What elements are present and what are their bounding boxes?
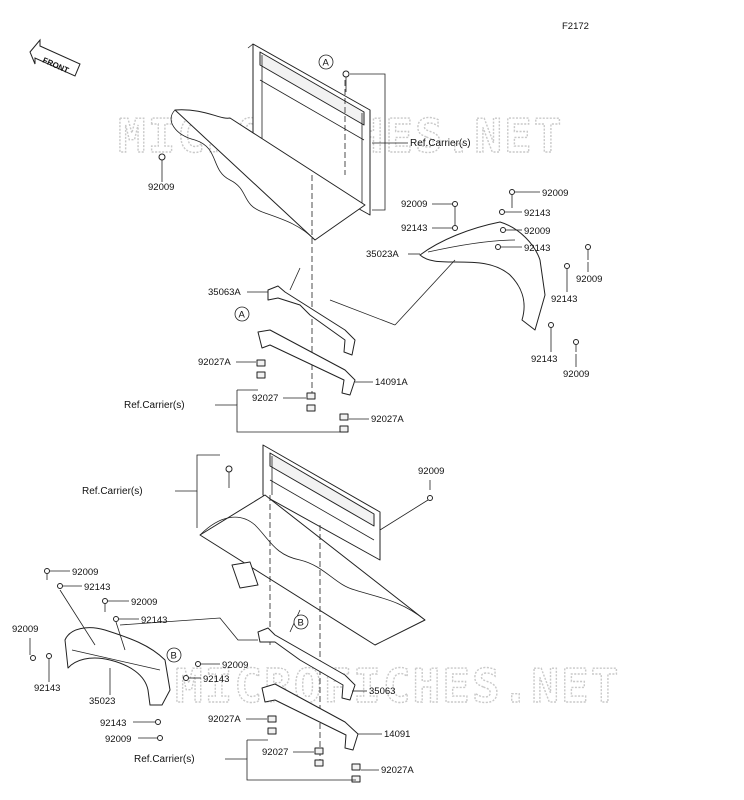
label-35023: 35023 xyxy=(89,696,115,707)
nuts-upper xyxy=(256,359,349,433)
label-35063: 35063 xyxy=(369,686,395,697)
bolt-top-center xyxy=(342,70,386,211)
label-92009-h: 92009 xyxy=(12,624,38,635)
carrier-frame-bottom xyxy=(262,444,381,561)
label-92143-g: 92143 xyxy=(141,615,167,626)
label-92009-r: 92009 xyxy=(418,466,444,477)
label-92027a-c: 92027A xyxy=(208,714,241,725)
label-92009-g: 92009 xyxy=(131,597,157,608)
nuts-lower xyxy=(267,715,361,783)
label-92143-j: 92143 xyxy=(100,718,126,729)
label-92009-d: 92009 xyxy=(576,274,602,285)
marker-b-left-label: B xyxy=(171,651,177,662)
marker-a-top-label: A xyxy=(323,58,330,69)
label-92143-d: 92143 xyxy=(551,294,577,305)
label-92143-f: 92143 xyxy=(84,582,110,593)
bed-plate-top xyxy=(170,109,366,241)
label-92143-c: 92143 xyxy=(524,243,550,254)
marker-a-mid-label: A xyxy=(239,310,246,321)
fasteners-upper-right xyxy=(329,189,591,352)
bed-plate-bottom xyxy=(199,494,426,646)
label-35023a: 35023A xyxy=(366,249,399,260)
marker-b-right xyxy=(293,614,309,630)
label-92009-i: 92009 xyxy=(222,660,248,671)
support-14091 xyxy=(261,683,359,751)
label-92027-b: 92027 xyxy=(262,747,288,758)
marker-b-right-label: B xyxy=(298,618,304,629)
fasteners-lower-left xyxy=(30,568,258,741)
label-92009-a: 92009 xyxy=(401,199,427,210)
label-92027a-a: 92027A xyxy=(198,357,231,368)
label-92027: 92027 xyxy=(252,393,278,404)
label-ref-carrier-b1: Ref.Carrier(s) xyxy=(82,486,143,497)
label-92143-i: 92143 xyxy=(203,674,229,685)
bolt-92009-left xyxy=(158,153,166,172)
label-92009-left: 92009 xyxy=(148,182,174,193)
fender-35023a xyxy=(419,221,546,331)
marker-a-top xyxy=(318,54,334,70)
carrier-frame-top xyxy=(247,43,371,216)
label-92143-e: 92143 xyxy=(531,354,557,365)
label-14091a: 14091A xyxy=(375,377,408,388)
front-arrow-icon: FRONT xyxy=(29,38,81,77)
marker-b-left xyxy=(166,647,182,663)
label-ref-carrier-b2: Ref.Carrier(s) xyxy=(134,754,195,765)
label-92009-c: 92009 xyxy=(524,226,550,237)
watermark-bottom: MICROFICHES.NET xyxy=(175,659,620,713)
bolt-92009-right xyxy=(427,480,433,501)
label-92009-e: 92009 xyxy=(563,369,589,380)
label-92143-h: 92143 xyxy=(34,683,60,694)
bolt-lower-left xyxy=(225,465,233,488)
bracket-35063a xyxy=(267,267,356,356)
label-92143-b: 92143 xyxy=(524,208,550,219)
label-ref-carrier-mid: Ref.Carrier(s) xyxy=(124,400,185,411)
fender-35023 xyxy=(64,627,171,706)
label-92143-a: 92143 xyxy=(401,223,427,234)
label-92009-b: 92009 xyxy=(542,188,568,199)
label-35063a: 35063A xyxy=(208,287,241,298)
support-14091a xyxy=(257,329,356,396)
marker-a-mid xyxy=(234,306,250,322)
label-92027a-d: 92027A xyxy=(381,765,414,776)
label-ref-carrier-top: Ref.Carrier(s) xyxy=(410,138,471,149)
label-92027a-b: 92027A xyxy=(371,414,404,425)
label-92009-f: 92009 xyxy=(72,567,98,578)
label-14091: 14091 xyxy=(384,729,410,740)
label-92009-j: 92009 xyxy=(105,734,131,745)
figure-number: F2172 xyxy=(562,21,589,32)
